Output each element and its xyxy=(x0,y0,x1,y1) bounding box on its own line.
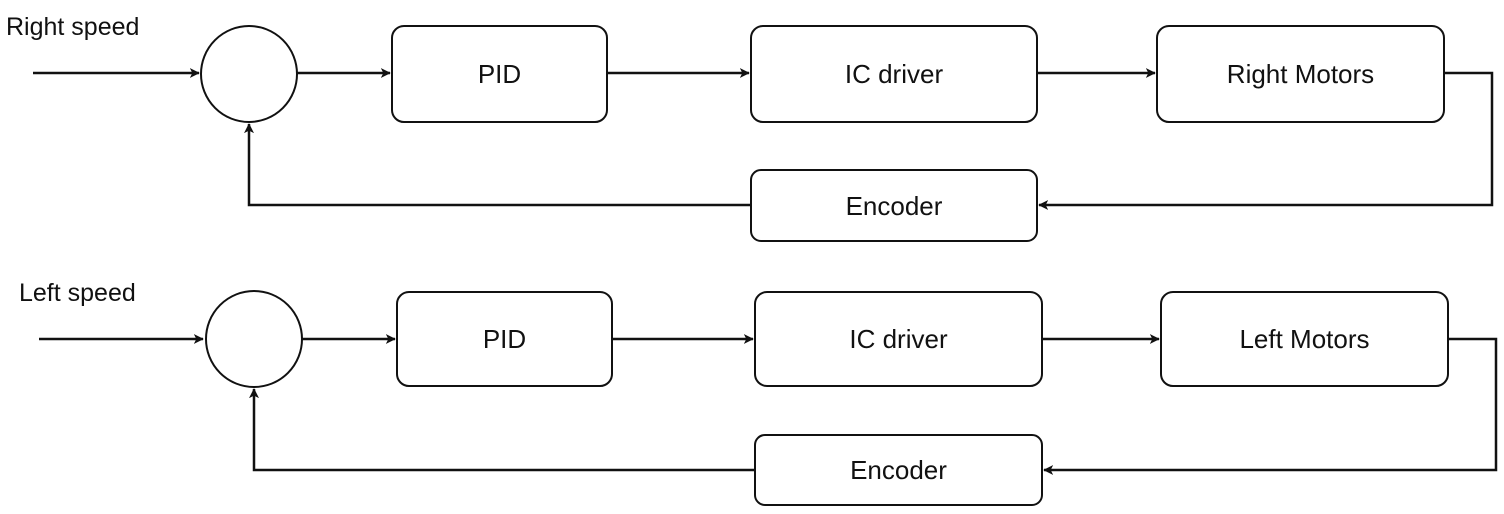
left-motors-label: Left Motors xyxy=(1239,324,1369,354)
right-encoder-label: Encoder xyxy=(846,191,943,221)
right-motors-label: Right Motors xyxy=(1227,59,1374,89)
left-pid-label: PID xyxy=(483,324,526,354)
left-summing-junction xyxy=(205,290,303,388)
right-pid-label: PID xyxy=(478,59,521,89)
left-motors-to-encoder-arrow xyxy=(1043,337,1498,475)
left-ic-driver-label: IC driver xyxy=(849,324,948,354)
right-motors-to-encoder-arrow xyxy=(1038,71,1494,210)
right-speed-label: Right speed xyxy=(6,13,139,41)
right-feedback-arrow xyxy=(244,123,751,207)
right-ic-driver-label: IC driver xyxy=(845,59,944,89)
left-speed-loop: Left speed PID IC driver Left Motors Enc… xyxy=(19,279,1498,506)
left-speed-label: Left speed xyxy=(19,279,136,307)
left-encoder-label: Encoder xyxy=(850,455,947,485)
right-summing-junction xyxy=(200,25,298,123)
right-speed-loop: Right speed PID IC driver Right Motors E… xyxy=(6,13,1494,242)
left-feedback-arrow xyxy=(249,388,755,472)
